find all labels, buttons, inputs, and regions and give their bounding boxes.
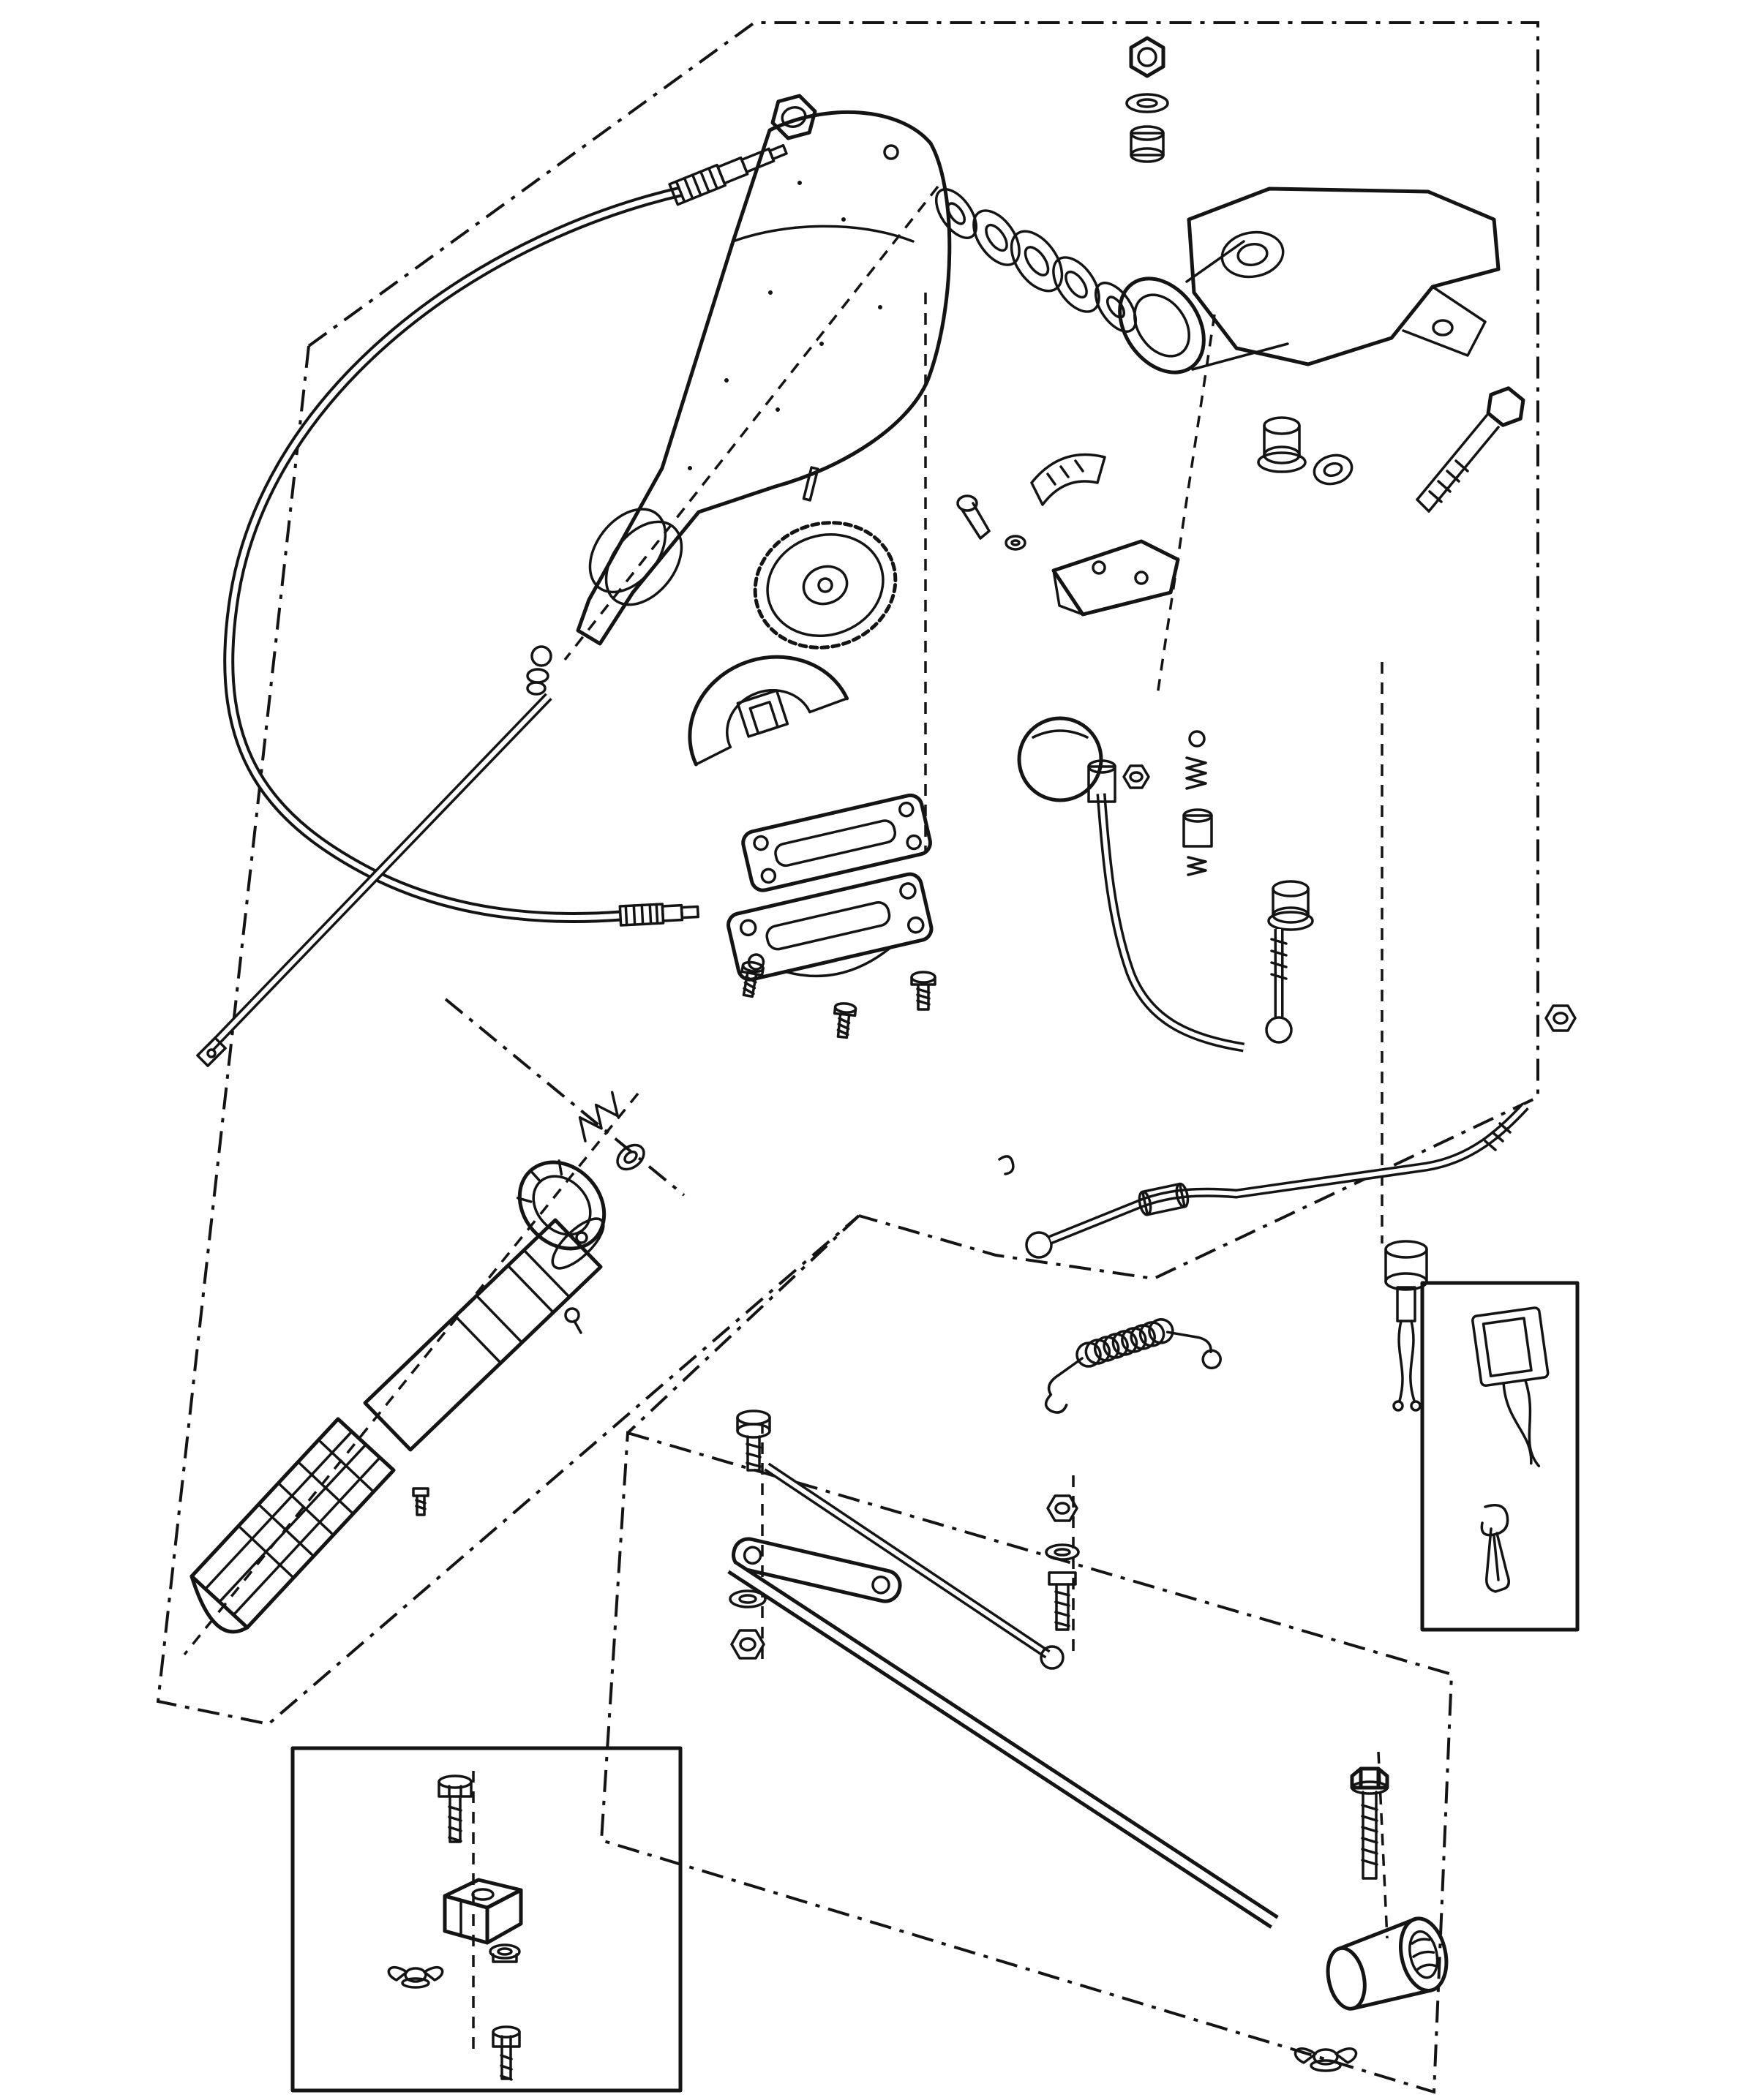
cable-end-fitting-top	[668, 143, 788, 206]
part-wing-nut-53	[1294, 2047, 1358, 2072]
part-washer-29	[1005, 535, 1026, 551]
part-shift-lever	[1087, 759, 1245, 1053]
part-handle-group	[189, 1091, 645, 1634]
part-screw-6	[412, 1487, 429, 1516]
part-stud-30	[1265, 929, 1293, 1044]
part-bracket-18	[1118, 187, 1501, 375]
part-housing-1	[576, 110, 952, 646]
inset-box-switch	[1420, 1281, 1580, 1632]
part-coupler-group	[1294, 1766, 1449, 2072]
part-spring-32	[1185, 756, 1207, 790]
part-washer-20	[1313, 454, 1354, 486]
part-wing-nut-57	[387, 1965, 444, 1989]
part-bushing-34-top	[1130, 125, 1165, 163]
link-sleeve-40	[1138, 1182, 1190, 1216]
part-bolt-52	[1350, 1766, 1389, 1880]
part-nut-48-mid	[1046, 1494, 1078, 1522]
part-lanyard-47	[1044, 1318, 1222, 1414]
part-spring-7	[578, 1091, 619, 1143]
part-nut-45	[1544, 1004, 1577, 1032]
part-handle-2	[363, 1217, 605, 1452]
part-pin-12	[802, 466, 819, 502]
part-bolt-48-mid-shank	[1048, 1571, 1077, 1631]
part-plate-15	[727, 872, 934, 982]
part-tiller-tube-10	[196, 693, 552, 1067]
part-screw-43	[833, 1002, 857, 1039]
part-stop-switch-46	[1384, 1240, 1428, 1412]
inset-box-clamp	[290, 1746, 683, 2093]
part-washer-stack-22-24	[934, 188, 1138, 333]
part-washer-35	[1125, 93, 1169, 113]
part-cover-13	[688, 655, 849, 767]
part-detent-9	[526, 645, 552, 696]
part-screw-44	[740, 960, 765, 998]
part-coupler-51	[1326, 1916, 1449, 2011]
part-gear-11	[753, 521, 898, 650]
part-washer-56	[489, 1943, 521, 1963]
part-link-rod-37	[998, 1102, 1529, 1259]
part-nut-38	[1122, 764, 1150, 789]
part-ball-31	[1188, 730, 1206, 748]
part-link-arm-50	[732, 1537, 902, 1603]
part-clamp-block-58	[443, 1878, 523, 1945]
hook-39	[998, 1155, 1015, 1175]
part-bolt-54	[736, 1410, 771, 1472]
assembly-boundary-lines	[156, 21, 1539, 2094]
part-nut-25	[770, 94, 817, 140]
part-washer-49-left	[729, 1589, 767, 1608]
part-link-group-lower	[727, 1410, 1279, 1929]
part-wedge-27	[1030, 453, 1106, 506]
part-screw-16	[910, 971, 936, 1011]
part-bolt-55-top	[438, 1775, 473, 1843]
part-screw-5	[564, 1307, 582, 1334]
part-washer-49-mid	[1045, 1543, 1080, 1561]
housing-neck-collar	[588, 508, 683, 606]
part-knob-33	[1017, 716, 1103, 802]
part-bushing-34-lower	[1267, 880, 1314, 931]
part-plate-14	[741, 793, 932, 892]
part-nut-36	[1129, 36, 1165, 78]
part-bolt-19	[1416, 386, 1525, 513]
part-spring-42	[1187, 856, 1207, 876]
part-plunger-41	[1182, 808, 1213, 848]
part-washer-8	[616, 1143, 645, 1171]
part-bushing-21	[1257, 416, 1307, 473]
centerlines	[183, 185, 1389, 2052]
part-grip-3	[189, 1417, 396, 1634]
part-steering-cable	[223, 143, 788, 927]
part-nut-48-left	[730, 1629, 765, 1660]
inset-lanyard-clip	[1480, 1504, 1510, 1593]
part-screw-28	[956, 494, 991, 540]
part-bolt-55-bottom	[492, 2025, 521, 2081]
cable-end-fitting-17	[618, 903, 699, 927]
part-bracket-26	[1051, 539, 1180, 617]
part-collar-4	[516, 1159, 607, 1251]
